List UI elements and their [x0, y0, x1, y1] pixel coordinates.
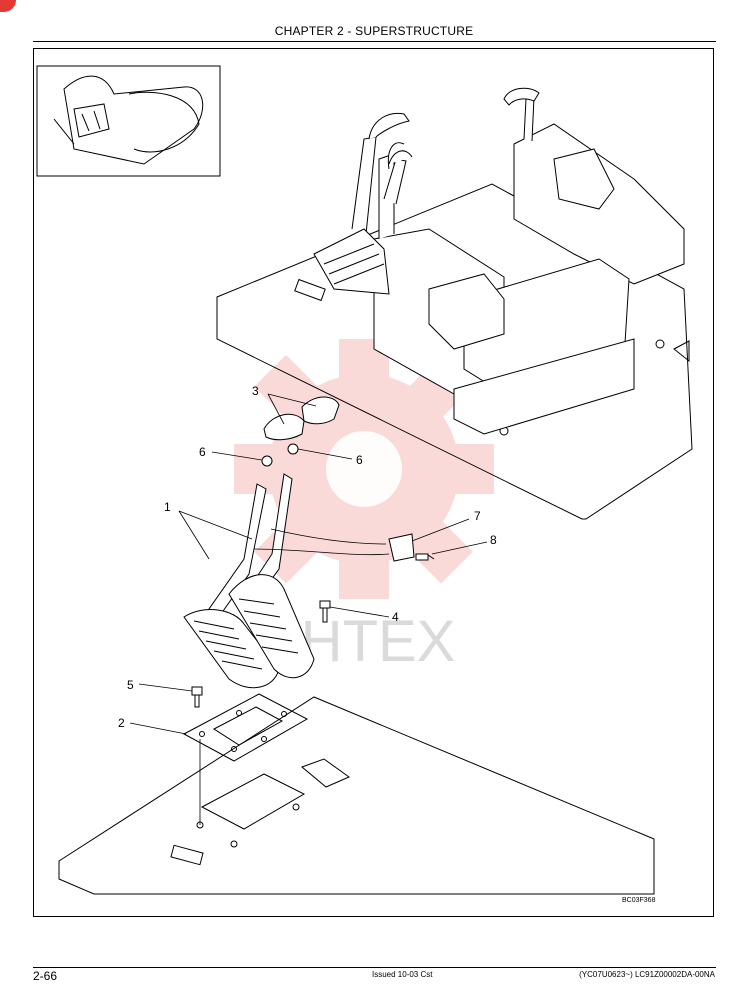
callout-3-leaders [267, 393, 317, 425]
document-code: (YC07U0623~) LC91Z00002DA-00NA [579, 970, 715, 979]
callout-5: 5 [127, 678, 134, 692]
callout-7-leader [411, 518, 470, 542]
callout-6-leaders [211, 448, 353, 461]
bolt-4 [319, 600, 331, 623]
nuts [261, 443, 299, 467]
travel-levers-and-pedals [183, 473, 315, 689]
bracket [388, 533, 415, 562]
callout-1-leaders [178, 510, 253, 560]
pedal-covers [263, 396, 340, 441]
callout-2-leader [129, 722, 187, 735]
callout-8-leader [431, 541, 488, 555]
callout-1: 1 [164, 500, 171, 514]
callout-6-left: 6 [199, 445, 206, 459]
figure-frame: AHTEX [33, 48, 714, 917]
callout-6-right: 6 [356, 453, 363, 467]
mounting-plate [182, 693, 309, 762]
console-assembly [313, 87, 685, 435]
footer-rule [33, 967, 716, 968]
watermark-gear-hole [326, 431, 402, 507]
bolt-5 [191, 686, 203, 708]
bolt-8 [415, 553, 435, 561]
issue-info: Issued 10-03 Cst [372, 970, 433, 979]
callout-4-leader [329, 606, 390, 618]
floor-plate-lower [58, 696, 655, 895]
chapter-header: CHAPTER 2 - SUPERSTRUCTURE [274, 24, 474, 38]
callout-4: 4 [392, 610, 399, 624]
header-rule [33, 41, 716, 42]
corner-badge [0, 0, 16, 12]
callout-3: 3 [252, 384, 259, 398]
spring-cables [253, 528, 390, 556]
callout-5-leader [138, 683, 193, 692]
page-number: 2-66 [33, 969, 58, 983]
figure-reference: BC03F368 [622, 897, 656, 904]
callout-7: 7 [474, 509, 481, 523]
callout-8: 8 [490, 533, 497, 547]
exploded-view-drawing: AHTEX [36, 65, 693, 904]
inset-view [36, 65, 221, 177]
callout-2: 2 [118, 716, 125, 730]
